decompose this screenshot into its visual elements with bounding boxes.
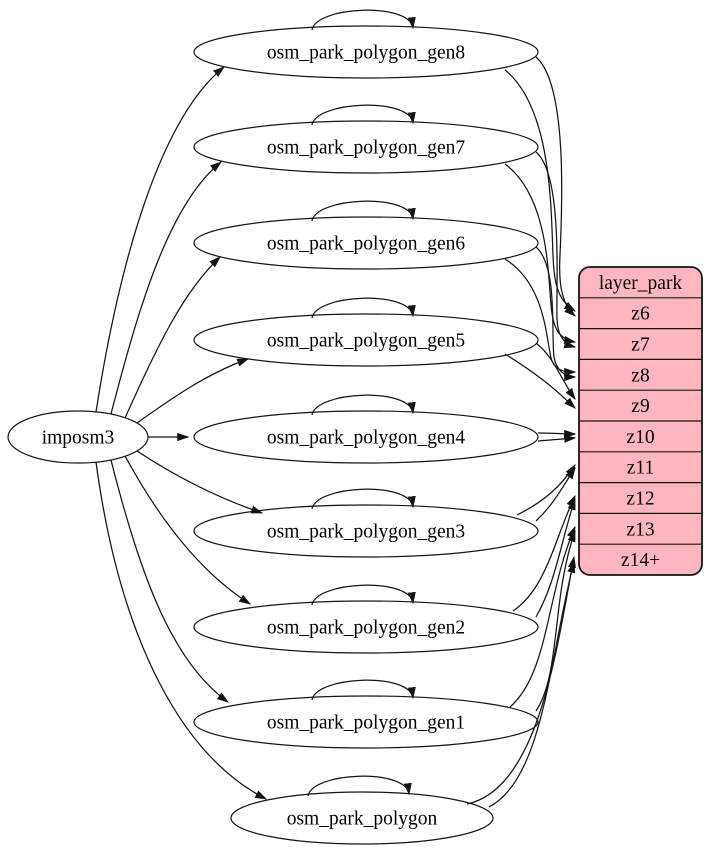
node-label-osm_park_polygon_gen6: osm_park_polygon_gen6 (267, 234, 465, 255)
node-label-imposm3: imposm3 (42, 428, 115, 449)
node-ellipse-osm_park_polygon_gen8 (193, 25, 539, 79)
node-ellipse-osm_park_polygon_gen3 (193, 504, 539, 558)
node-ellipse-osm_park_polygon_gen7 (193, 120, 539, 174)
node-ellipse-osm_park_polygon_gen1 (193, 695, 539, 749)
edge-imposm3-osm_park_polygon_gen5 (136, 358, 250, 424)
node-osm_park_polygon_gen6: osm_park_polygon_gen6 (193, 216, 539, 270)
node-osm_park_polygon_gen3: osm_park_polygon_gen3 (193, 504, 539, 558)
record-row-z7: z7 (631, 335, 650, 356)
node-osm_park_polygon_gen1: osm_park_polygon_gen1 (193, 695, 539, 749)
node-ellipse-osm_park_polygon_gen6 (193, 216, 539, 270)
record-row-z10: z10 (626, 427, 654, 448)
edge-osm_park_polygon_gen7-layer_park-z7-b (535, 151, 577, 349)
edge-osm_park_polygon-layer_park-z14+ (488, 560, 576, 808)
edge-osm_park_polygon_gen5-layer_park-z9-b (504, 353, 576, 409)
node-osm_park_polygon_gen7: osm_park_polygon_gen7 (193, 120, 539, 174)
edge-osm_park_polygon_gen2-osm_park_polygon_gen2 (311, 584, 416, 606)
record-row-z12: z12 (626, 489, 654, 510)
node-label-osm_park_polygon_gen5: osm_park_polygon_gen5 (267, 331, 465, 352)
edge-osm_park_polygon_gen5-osm_park_polygon_gen5 (311, 297, 416, 319)
edge-osm_park_polygon_gen3-osm_park_polygon_gen3 (311, 488, 416, 510)
node-label-osm_park_polygon_gen8: osm_park_polygon_gen8 (267, 43, 465, 64)
edge-imposm3-osm_park_polygon_gen6 (124, 256, 221, 419)
node-ellipse-osm_park_polygon_gen5 (193, 313, 539, 367)
edge-imposm3-osm_park_polygon_gen2 (124, 455, 252, 605)
node-label-osm_park_polygon_gen7: osm_park_polygon_gen7 (267, 138, 465, 159)
edge-osm_park_polygon_gen8-osm_park_polygon_gen8 (311, 9, 416, 31)
edge-imposm3-osm_park_polygon_gen7 (110, 161, 222, 415)
edge-osm_park_polygon_gen8-layer_park-z6-b (535, 56, 576, 317)
node-osm_park_polygon_gen8: osm_park_polygon_gen8 (193, 25, 539, 79)
edge-imposm3-osm_park_polygon_gen3 (136, 450, 264, 514)
edge-osm_park_polygon_gen6-osm_park_polygon_gen6 (311, 200, 416, 222)
edge-osm_park_polygon_gen4-layer_park-z10-b (537, 434, 577, 443)
edge-osm_park_polygon-layer_park-z14+-b (466, 555, 577, 805)
edge-osm_park_polygon_gen3-layer_park-z11-b (516, 464, 576, 516)
node-osm_park_polygon_gen2: osm_park_polygon_gen2 (193, 600, 539, 654)
edge-imposm3-osm_park_polygon (95, 461, 268, 800)
record-row-z9: z9 (631, 396, 649, 417)
record-row-z11: z11 (627, 458, 654, 479)
record-row-z6: z6 (631, 304, 650, 325)
edge-osm_park_polygon_gen3-layer_park-z11 (535, 466, 576, 522)
edge-osm_park_polygon_gen2-layer_park-z12-b (512, 494, 576, 612)
edge-osm_park_polygon_gen2-layer_park-z12 (535, 497, 576, 618)
record-row-z13: z13 (626, 519, 654, 540)
node-ellipse-osm_park_polygon_gen2 (193, 600, 539, 654)
node-label-osm_park_polygon: osm_park_polygon (287, 809, 438, 830)
edge-osm_park_polygon_gen6-layer_park-z8 (504, 258, 577, 377)
record-row-z14+: z14+ (621, 550, 660, 571)
node-ellipse-osm_park_polygon_gen4 (193, 410, 539, 464)
node-osm_park_polygon_gen4: osm_park_polygon_gen4 (193, 410, 539, 464)
edge-osm_park_polygon_gen1-layer_park-z13-b (509, 525, 576, 708)
edge-osm_park_polygon_gen6-layer_park-z8-b (535, 246, 577, 382)
node-ellipse-osm_park_polygon (230, 791, 494, 845)
edge-osm_park_polygon_gen1-layer_park-z13 (535, 529, 576, 712)
record-node-layer_park: layer_park z6 z7 z8 z9 z10 z11 z12 z13 z14+ (578, 266, 703, 576)
node-label-osm_park_polygon_gen3: osm_park_polygon_gen3 (267, 522, 465, 543)
record-row-z8: z8 (631, 365, 649, 386)
edge-imposm3-osm_park_polygon_gen1 (110, 459, 229, 703)
node-osm_park_polygon: osm_park_polygon (230, 791, 494, 845)
edge-osm_park_polygon-osm_park_polygon (307, 775, 412, 797)
node-osm_park_polygon_gen5: osm_park_polygon_gen5 (193, 313, 539, 367)
node-label-osm_park_polygon_gen2: osm_park_polygon_gen2 (267, 618, 465, 639)
edge-osm_park_polygon_gen8-layer_park-z6 (504, 69, 577, 312)
record-title: layer_park (599, 273, 683, 294)
edge-osm_park_polygon_gen4-osm_park_polygon_gen4 (311, 394, 416, 416)
edge-osm_park_polygon_gen4-layer_park-z10 (537, 429, 577, 439)
edge-osm_park_polygon_gen5-layer_park-z9 (535, 342, 576, 400)
node-imposm3: imposm3 (7, 410, 149, 464)
edge-osm_park_polygon_gen1-osm_park_polygon_gen1 (311, 679, 416, 701)
edge-imposm3-osm_park_polygon_gen8 (95, 66, 225, 413)
node-label-osm_park_polygon_gen4: osm_park_polygon_gen4 (267, 428, 465, 449)
node-label-osm_park_polygon_gen1: osm_park_polygon_gen1 (267, 713, 465, 734)
edge-osm_park_polygon_gen7-osm_park_polygon_gen7 (311, 104, 416, 126)
